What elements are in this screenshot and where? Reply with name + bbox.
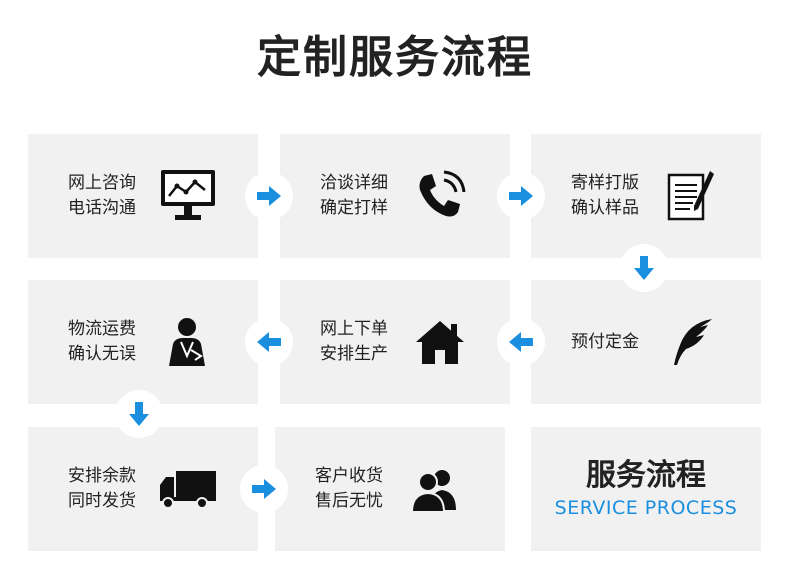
arrow-down-2	[115, 390, 163, 438]
truck-icon	[158, 459, 218, 519]
service-process-card: 服务流程 SERVICE PROCESS	[531, 427, 761, 551]
final-title: 服务流程	[586, 458, 706, 493]
step-label: 寄样打版 确认样品	[571, 173, 639, 218]
final-subtitle: SERVICE PROCESS	[554, 497, 738, 519]
step-label: 网上咨询 电话沟通	[68, 173, 136, 218]
step-label: 洽谈详细 确定打样	[320, 173, 388, 218]
step-label: 物流运费 确认无误	[68, 319, 136, 364]
step-label: 安排余款 同时发货	[68, 466, 136, 511]
arrow-right-icon	[509, 186, 533, 206]
person-icon	[158, 312, 218, 372]
step-card-4: 预付定金	[531, 280, 761, 404]
step-card-2: 洽谈详细 确定打样	[280, 134, 510, 258]
arrow-down-icon	[129, 402, 149, 426]
step-card-3: 寄样打版 确认样品	[531, 134, 761, 258]
step-card-8: 客户收货 售后无忧	[275, 427, 505, 551]
arrow-right-1	[245, 172, 293, 220]
page-title: 定制服务流程	[257, 32, 533, 83]
document-pen-icon	[661, 166, 721, 226]
arrow-right-3	[240, 465, 288, 513]
step-label: 网上下单 安排生产	[320, 319, 388, 364]
step-card-5: 网上下单 安排生产	[280, 280, 510, 404]
feather-quill-icon	[661, 312, 721, 372]
users-icon	[405, 459, 465, 519]
arrow-left-icon	[257, 332, 281, 352]
arrow-right-icon	[257, 186, 281, 206]
step-card-1: 网上咨询 电话沟通	[28, 134, 258, 258]
monitor-chart-icon	[158, 166, 218, 226]
step-label: 客户收货 售后无忧	[315, 466, 383, 511]
arrow-left-2	[245, 318, 293, 366]
arrow-down-icon	[634, 256, 654, 280]
phone-icon	[410, 166, 470, 226]
arrow-down-1	[620, 244, 668, 292]
step-card-6: 物流运费 确认无误	[28, 280, 258, 404]
house-icon	[410, 312, 470, 372]
arrow-left-1	[497, 318, 545, 366]
arrow-right-2	[497, 172, 545, 220]
arrow-right-icon	[252, 479, 276, 499]
step-card-7: 安排余款 同时发货	[28, 427, 258, 551]
step-label: 预付定金	[571, 331, 639, 352]
arrow-left-icon	[509, 332, 533, 352]
